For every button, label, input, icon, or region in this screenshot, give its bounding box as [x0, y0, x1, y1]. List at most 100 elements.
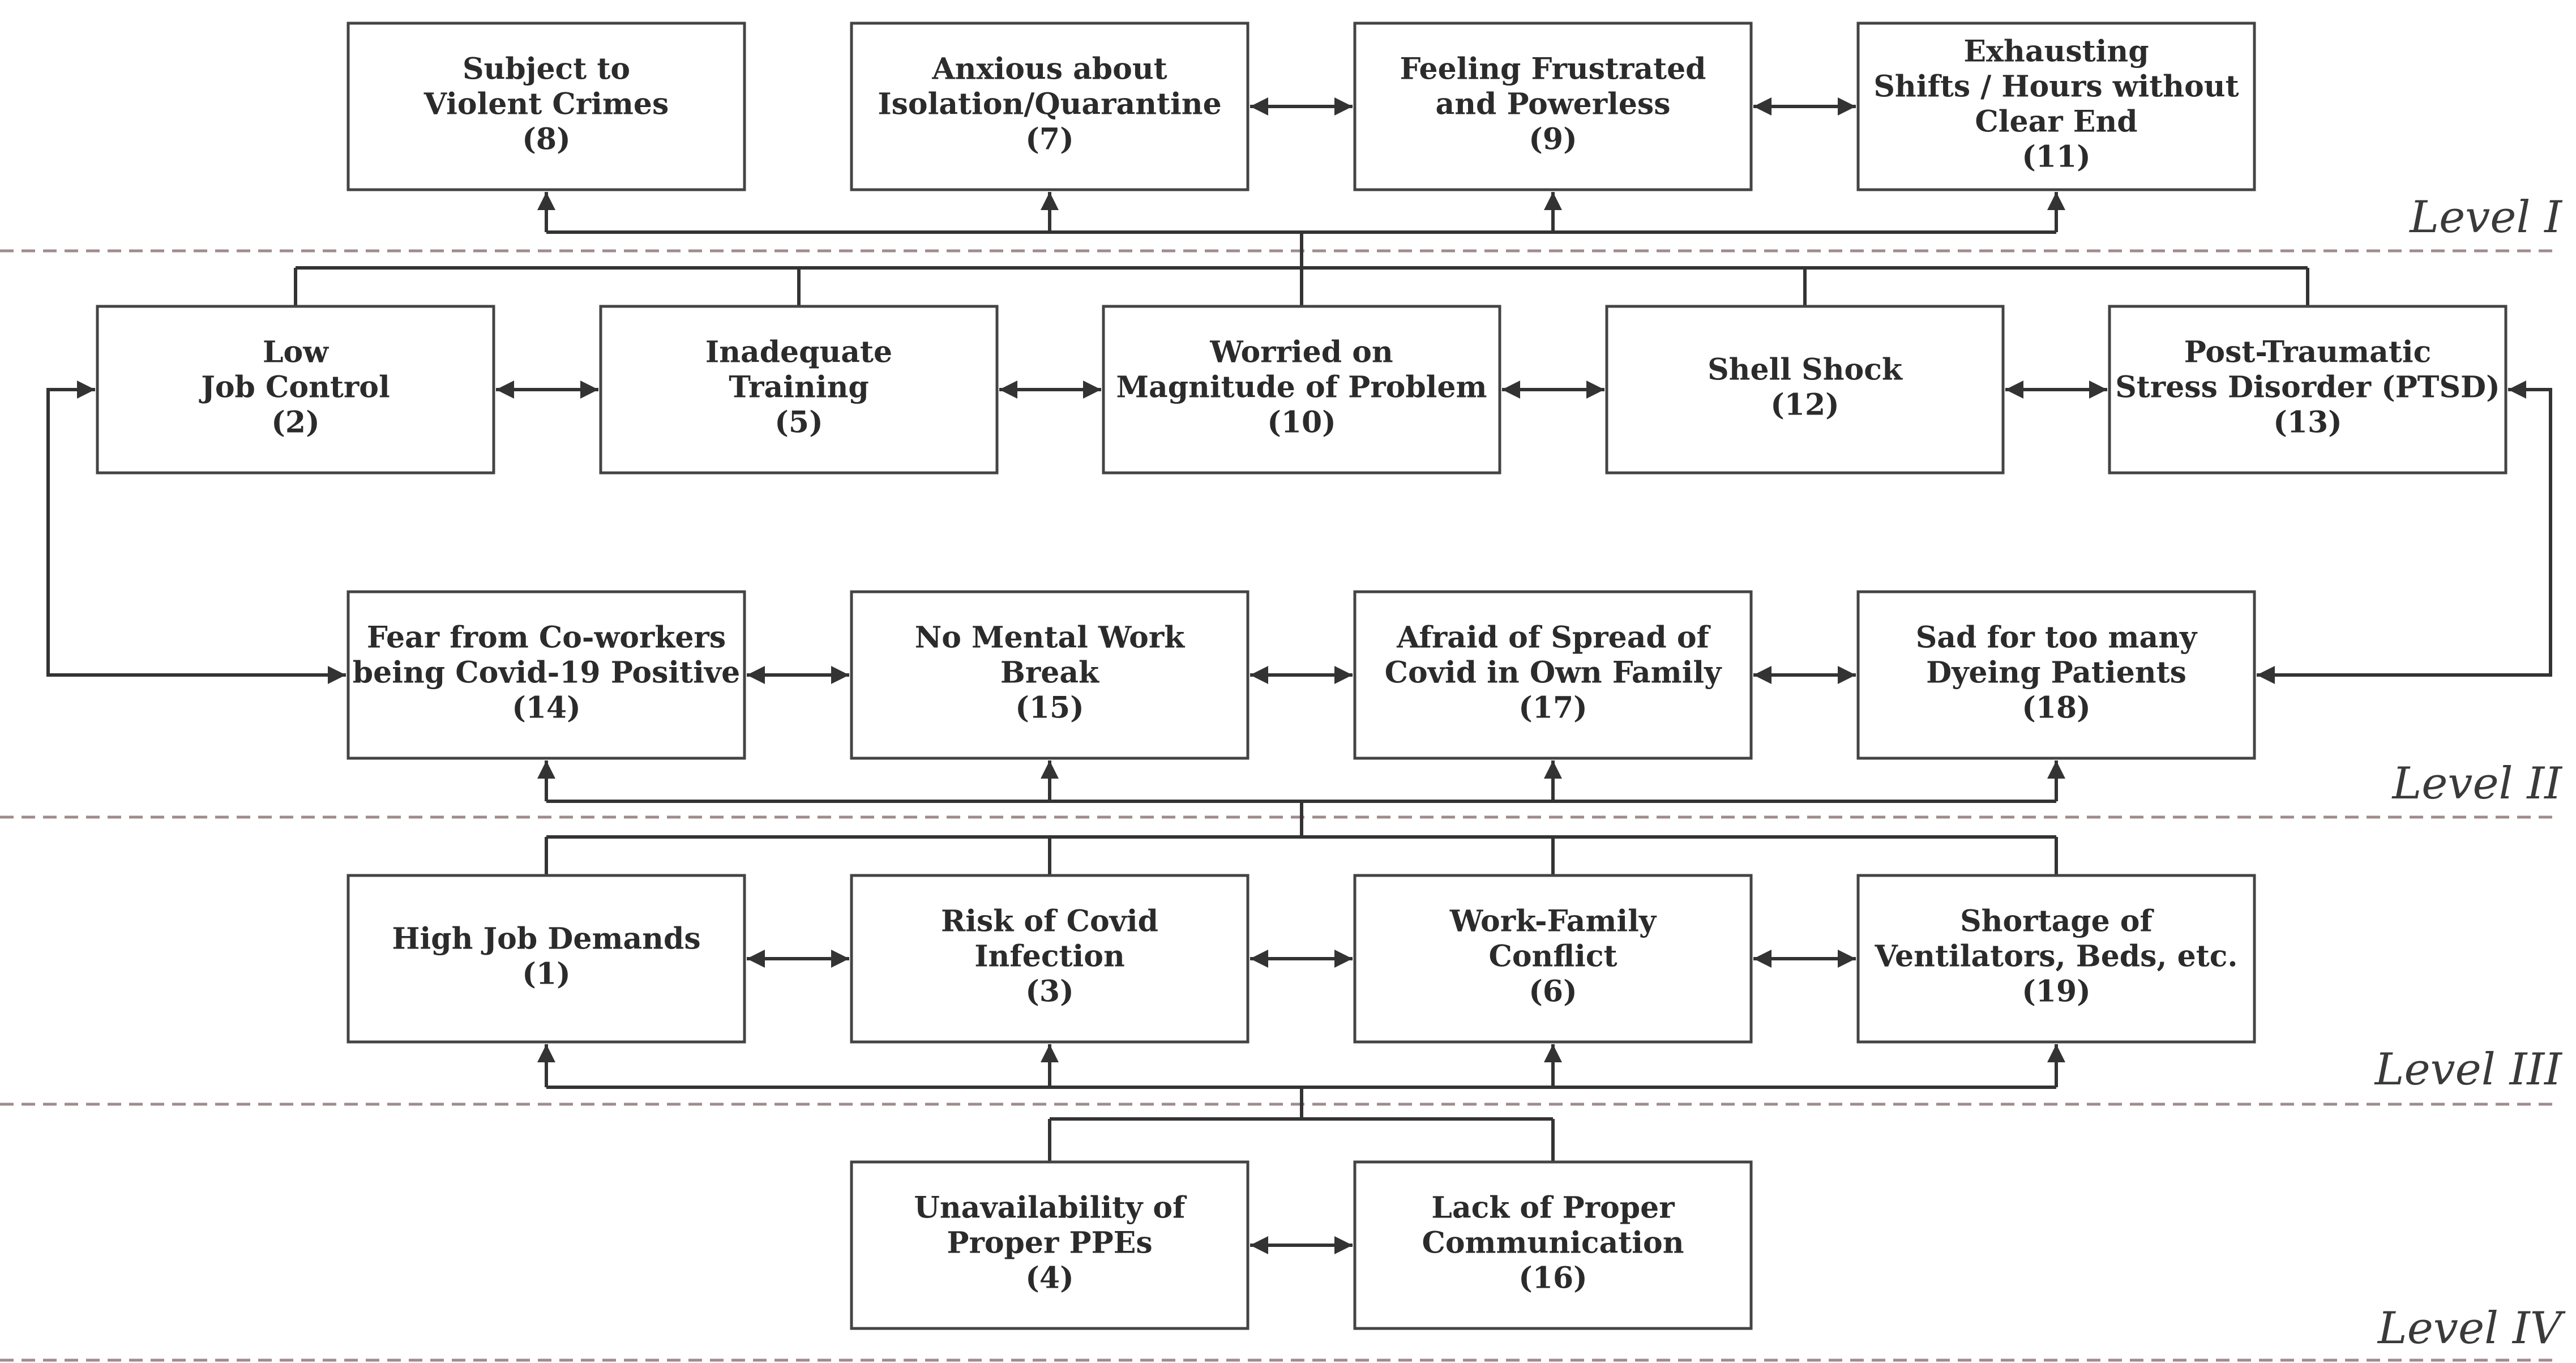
node-label-line: Work-Family	[1449, 904, 1657, 939]
node-frame	[2108, 305, 2507, 475]
node-label-line: (6)	[1529, 975, 1577, 1009]
node-frame	[346, 590, 746, 760]
node-label-line: Training	[729, 370, 868, 405]
node-label-line: (8)	[522, 122, 570, 157]
level-label-iv: Level IV	[2377, 1303, 2566, 1354]
node-label-line: Shell Shock	[1708, 353, 1903, 387]
node-frame	[850, 1160, 1250, 1330]
node-label-line: Ventilators, Beds, etc.	[1874, 939, 2237, 974]
node-label-line: Dyeing Patients	[1926, 656, 2186, 690]
node-label-line: Magnitude of Problem	[1116, 370, 1487, 405]
node-label-line: Risk of Covid	[941, 904, 1158, 939]
node-label-line: Feeling Frustrated	[1400, 52, 1706, 87]
node-label-line: Covid in Own Family	[1385, 656, 1722, 690]
node-label-line: (16)	[1518, 1261, 1587, 1296]
node-label-line: (13)	[2273, 405, 2342, 440]
node-frame	[1856, 590, 2256, 760]
node-label-line: (19)	[2022, 975, 2091, 1009]
node-label-line: Job Control	[199, 370, 390, 405]
node-frame	[1353, 590, 1753, 760]
node-label-line: (15)	[1015, 691, 1084, 725]
node-label-line: Fear from Co-workers	[367, 621, 726, 655]
node-label-line: (9)	[1529, 122, 1577, 157]
node-label-line: (10)	[1267, 405, 1336, 440]
node-label-line: Proper PPEs	[947, 1226, 1152, 1261]
node-label-line: (2)	[271, 405, 319, 440]
node-label-line: High Job Demands	[392, 922, 700, 956]
node-frame	[1102, 305, 1501, 475]
bidirectional-arrow	[46, 381, 346, 684]
node-label-line: Worried on	[1209, 335, 1393, 370]
node-frame	[1353, 22, 1753, 191]
node-label-line: Afraid of Spread of	[1396, 621, 1711, 655]
node-frame	[850, 590, 1250, 760]
node-label-line: (1)	[522, 957, 570, 992]
node-frame	[850, 22, 1250, 191]
node-label-line: No Mental Work	[915, 621, 1186, 655]
node-frame	[850, 874, 1250, 1044]
node-frame	[346, 22, 746, 191]
node-label-line: and Powerless	[1436, 87, 1671, 122]
level-label-i: Level I	[2408, 192, 2563, 243]
node-label-line: (3)	[1025, 975, 1073, 1009]
node-label-line: Inadequate	[705, 335, 892, 370]
node-label-line: Subject to	[463, 52, 630, 87]
node-label-line: Infection	[974, 939, 1125, 974]
node-label-line: Post-Traumatic	[2184, 335, 2432, 370]
node-label-line: Stress Disorder (PTSD)	[2115, 370, 2500, 405]
node-box-12: Shell Shock(12)	[1605, 305, 2005, 475]
node-label-line: Isolation/Quarantine	[878, 87, 1221, 122]
level-label-ii: Level II	[2391, 758, 2563, 809]
node-frame	[1353, 874, 1753, 1044]
bidirectional-arrow	[2257, 381, 2552, 684]
level-labels: Level I Level II Level III Level IV	[2374, 192, 2566, 1354]
level-dividers	[0, 249, 2559, 1362]
node-label-line: Conflict	[1488, 939, 1617, 974]
node-label-line: (12)	[1770, 388, 1839, 422]
node-frame	[1856, 874, 2256, 1044]
node-label-line: Shifts / Hours without	[1873, 70, 2239, 104]
node-label-line: (18)	[2022, 691, 2091, 725]
level-label-iii: Level III	[2374, 1044, 2564, 1095]
node-label-line: Clear End	[1975, 105, 2137, 139]
node-frame	[1856, 22, 2256, 191]
node-label-line: Violent Crimes	[423, 87, 669, 122]
node-label-line: Unavailability of	[914, 1191, 1188, 1225]
node-label-line: Lack of Proper	[1431, 1191, 1675, 1225]
node-label-line: (4)	[1025, 1261, 1073, 1296]
node-box-1: High Job Demands(1)	[346, 874, 746, 1044]
node-frame	[346, 874, 746, 1044]
node-label-line: Break	[1000, 656, 1099, 690]
node-label-line: Low	[263, 335, 329, 370]
node-label-line: Communication	[1422, 1226, 1684, 1261]
node-label-line: (5)	[774, 405, 823, 440]
node-frame	[96, 305, 495, 475]
node-frame	[1605, 305, 2005, 475]
node-label-line: (17)	[1518, 691, 1587, 725]
node-label-line: Exhausting	[1963, 35, 2149, 69]
node-label-line: Anxious about	[931, 52, 1167, 87]
node-label-line: (7)	[1025, 122, 1073, 157]
node-label-line: (11)	[2022, 140, 2091, 174]
node-label-line: Sad for too many	[1916, 621, 2198, 655]
node-frame	[599, 305, 999, 475]
node-frame	[1353, 1160, 1753, 1330]
